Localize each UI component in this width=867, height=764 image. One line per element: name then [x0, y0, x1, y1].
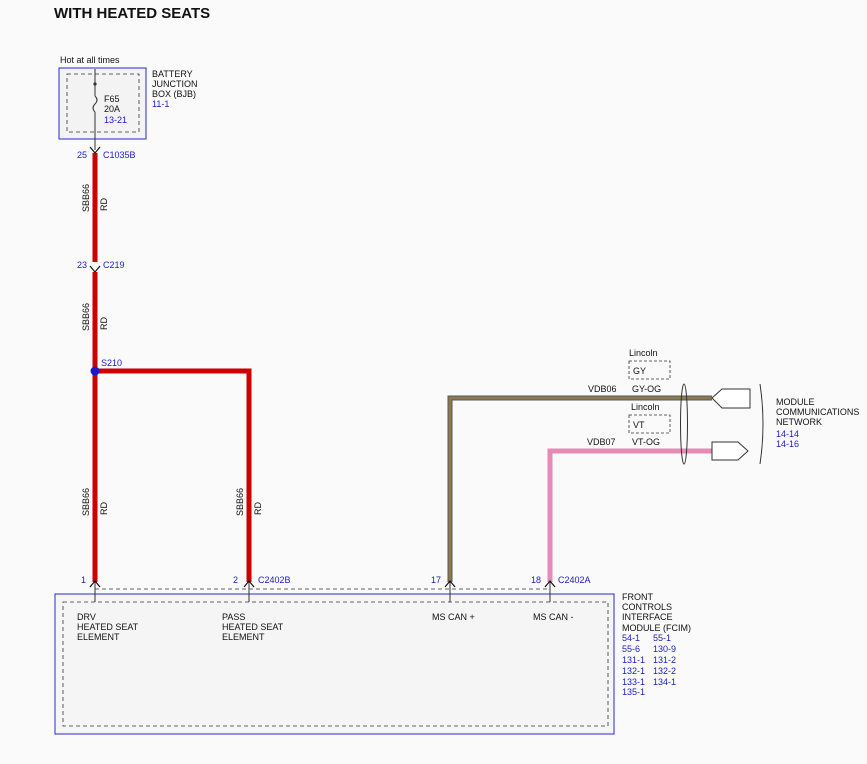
- bjb-name-2: JUNCTION: [152, 79, 198, 89]
- fcim-ref-c1-4: 132-1: [622, 666, 645, 676]
- bjb-hot-label: Hot at all times: [60, 55, 120, 65]
- fuse-node: [93, 82, 97, 86]
- pin1-func-2: HEATED SEAT: [77, 622, 139, 632]
- fcim-box: [54, 593, 615, 735]
- wire-vdb06-outline: [447, 395, 712, 582]
- pin2-func-1: PASS: [222, 612, 245, 622]
- seg4-color: RD: [253, 502, 263, 515]
- splice-label: S210: [101, 358, 122, 368]
- pin2-func-2: HEATED SEAT: [222, 622, 284, 632]
- pin1-arrow-icon: [89, 580, 101, 588]
- network-name-2: COMMUNICATIONS: [776, 407, 859, 417]
- bjb-name-3: BOX (BJB): [152, 89, 196, 99]
- seg1-color: RD: [99, 198, 109, 211]
- lincoln1-option-box: [628, 360, 671, 380]
- c219-pin: 23: [77, 260, 87, 270]
- c1035b-pin: 25: [77, 150, 87, 160]
- twisted-pair-icon: [680, 383, 688, 465]
- seg3-circuit: SBB66: [81, 488, 91, 516]
- bjb-inner-box: [66, 73, 140, 133]
- fcim-name-1: FRONT: [622, 592, 653, 602]
- fuse-icon: [92, 95, 98, 113]
- pin1-func-1: DRV: [77, 612, 96, 622]
- pin18-arrow-icon: [544, 580, 556, 588]
- lincoln1-color: GY: [633, 366, 646, 376]
- fuse-rating: 20A: [104, 104, 120, 114]
- fcim-ref-c2-4: 132-2: [653, 666, 676, 676]
- wire-vdb06: [448, 396, 712, 582]
- seg2-color: RD: [99, 317, 109, 330]
- wire-vdb07: [547, 448, 712, 582]
- seg1-circuit: SBB66: [81, 184, 91, 212]
- c219-label: C219: [103, 260, 125, 270]
- vdb06-label: VDB06: [588, 384, 617, 394]
- pin17-number: 17: [431, 575, 441, 585]
- fcim-name-3: INTERFACE: [622, 612, 673, 622]
- vdb06-color: GY-OG: [632, 384, 661, 394]
- pin2-func-3: ELEMENT: [222, 632, 265, 642]
- fcim-ref-c1-2: 55-6: [622, 644, 640, 654]
- network-name-3: NETWORK: [776, 417, 822, 427]
- wire-sbb66-branch: [95, 368, 252, 582]
- pin18-number: 18: [531, 575, 541, 585]
- fcim-ref-c2-3: 131-2: [653, 655, 676, 665]
- network-ref-2: 14-16: [776, 439, 799, 449]
- seg4-circuit: SBB66: [235, 488, 245, 516]
- lincoln2-option-box: [628, 414, 671, 434]
- fcim-ref-c1-1: 54-1: [622, 633, 640, 643]
- fcim-name-4: MODULE (FCIM): [622, 623, 691, 633]
- fcim-ref-c2-5: 134-1: [653, 677, 676, 687]
- fcim-name-2: CONTROLS: [622, 602, 672, 612]
- network-bracket-icon: [759, 383, 764, 465]
- bjb-ref: 11-1: [152, 99, 169, 109]
- pin2-number: 2: [233, 575, 238, 585]
- c2402b-label: C2402B: [258, 575, 291, 585]
- fcim-ref-c2-2: 130-9: [653, 644, 676, 654]
- network-name-1: MODULE: [776, 397, 815, 407]
- c2402a-label: C2402A: [558, 575, 591, 585]
- pin18-func: MS CAN -: [533, 612, 574, 622]
- c219-arrow-icon: [89, 265, 101, 273]
- vdb07-label: VDB07: [587, 437, 616, 447]
- fcim-inner-box: [62, 601, 609, 727]
- fuse-name: F65: [104, 94, 120, 104]
- bjb-name-1: BATTERY: [152, 69, 193, 79]
- fcim-ref-c2-1: 55-1: [653, 633, 671, 643]
- vdb07-color: VT-OG: [632, 437, 660, 447]
- pin1-number: 1: [81, 575, 86, 585]
- fcim-ref-c1-3: 131-1: [622, 655, 645, 665]
- seg2-circuit: SBB66: [81, 303, 91, 331]
- pin17-func: MS CAN +: [432, 612, 475, 622]
- pin17-arrow-icon: [444, 580, 456, 588]
- seg3-color: RD: [99, 502, 109, 515]
- bjb-box: [58, 67, 147, 140]
- fcim-ref-c1-5: 133-1: [622, 677, 645, 687]
- fuse-ref: 13-21: [104, 115, 127, 125]
- splice-s210-dot: [90, 366, 100, 376]
- lincoln2-color: VT: [633, 420, 645, 430]
- pin2-arrow-icon: [243, 580, 255, 588]
- vdb06-network-connector-icon: [711, 388, 751, 409]
- lincoln1-label: Lincoln: [629, 348, 658, 358]
- lincoln2-label: Lincoln: [631, 402, 660, 412]
- fcim-ref-c1-6: 135-1: [622, 687, 645, 697]
- page-title: WITH HEATED SEATS: [54, 5, 211, 22]
- vdb07-network-connector-icon: [711, 441, 749, 461]
- c1035b-label: C1035B: [103, 150, 136, 160]
- pin1-func-3: ELEMENT: [77, 632, 120, 642]
- network-ref-1: 14-14: [776, 429, 799, 439]
